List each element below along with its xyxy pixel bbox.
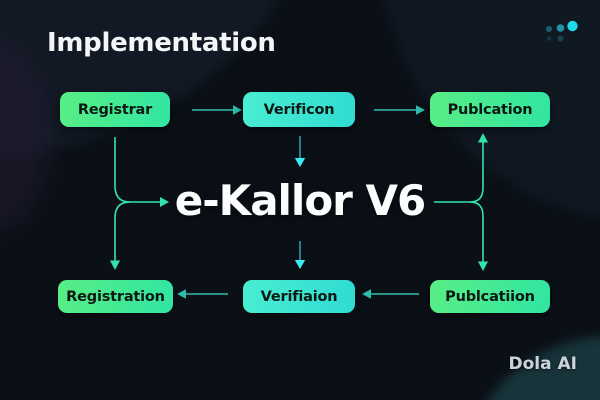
node-verifiaion[interactable]: Verifiaion: [243, 280, 355, 313]
node-publcation[interactable]: Publcation: [430, 92, 550, 127]
center-title: e-Kallor V6: [174, 176, 427, 225]
arrow-center-to-verifiaion: [294, 241, 306, 269]
arrow-publcatiion-to-verifiaion: [362, 289, 419, 299]
arrow-verificon-to-publcation: [374, 105, 425, 115]
arrow-verifiaion-to-registration: [177, 289, 228, 299]
brand-label: Dola AI: [508, 354, 578, 374]
node-verificon[interactable]: Verificon: [243, 92, 355, 127]
node-publcatiion[interactable]: Publcatiion: [430, 280, 550, 313]
arrow-registrar-to-verificon: [192, 105, 242, 115]
node-registrar[interactable]: Registrar: [60, 92, 170, 127]
background-glow-top-left: [0, 0, 320, 160]
node-registration[interactable]: Registration: [58, 280, 173, 313]
page-title: Implementation: [47, 28, 276, 58]
arrow-verificon-to-center: [294, 136, 306, 167]
